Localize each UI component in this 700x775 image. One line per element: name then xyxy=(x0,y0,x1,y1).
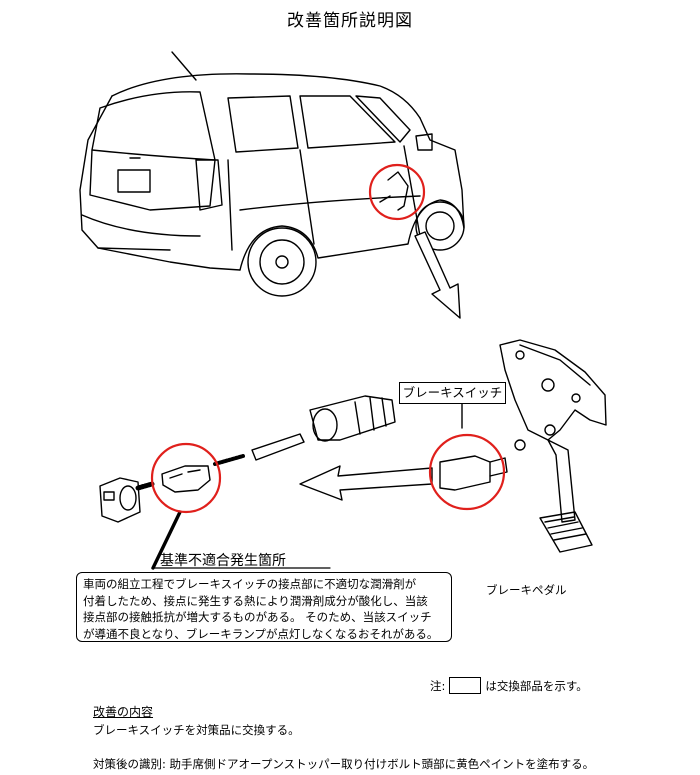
description-box: 車両の組立工程でブレーキスイッチの接点部に不適切な潤滑剤が 付着したため、接点に… xyxy=(76,572,452,642)
improvement-body: ブレーキスイッチを対策品に交換する。 xyxy=(93,723,300,737)
defect-location-label: 基準不適合発生箇所 xyxy=(160,553,286,569)
description-line: 接点部の接触抵抗が増大するものがある。 そのため、当該スイッチ xyxy=(83,610,432,624)
improvement-heading: 改善の内容 xyxy=(93,705,154,719)
description-line: 車両の組立工程でブレーキスイッチの接点部に不適切な潤滑剤が xyxy=(83,577,417,591)
brake-switch-label: ブレーキスイッチ xyxy=(399,382,506,404)
description-line: 付着したため、接点に発生する熱により潤滑剤成分が酸化し、当該 xyxy=(83,593,428,608)
page-title: 改善箇所説明図 xyxy=(287,11,413,31)
legend: 注: は交換部品を示す。 xyxy=(430,677,588,694)
brake-pedal-label: ブレーキペダル xyxy=(486,583,567,597)
legend-prefix: 注: xyxy=(430,678,446,693)
legend-text: は交換部品を示す。 xyxy=(485,678,588,693)
car-illustration xyxy=(79,51,465,297)
legend-swatch xyxy=(449,677,482,694)
identification-note: 対策後の識別: 助手席側ドアオープンストッパー取り付けボルト頭部に黄色ペイントを… xyxy=(93,757,595,771)
description-line: が導通不良となり、ブレーキランプが点灯しなくなるおそれがある。 xyxy=(83,626,439,641)
brake-pedal-illustration xyxy=(439,339,607,553)
exploded-switch-illustration xyxy=(99,395,396,523)
highlight-circles xyxy=(150,163,506,514)
